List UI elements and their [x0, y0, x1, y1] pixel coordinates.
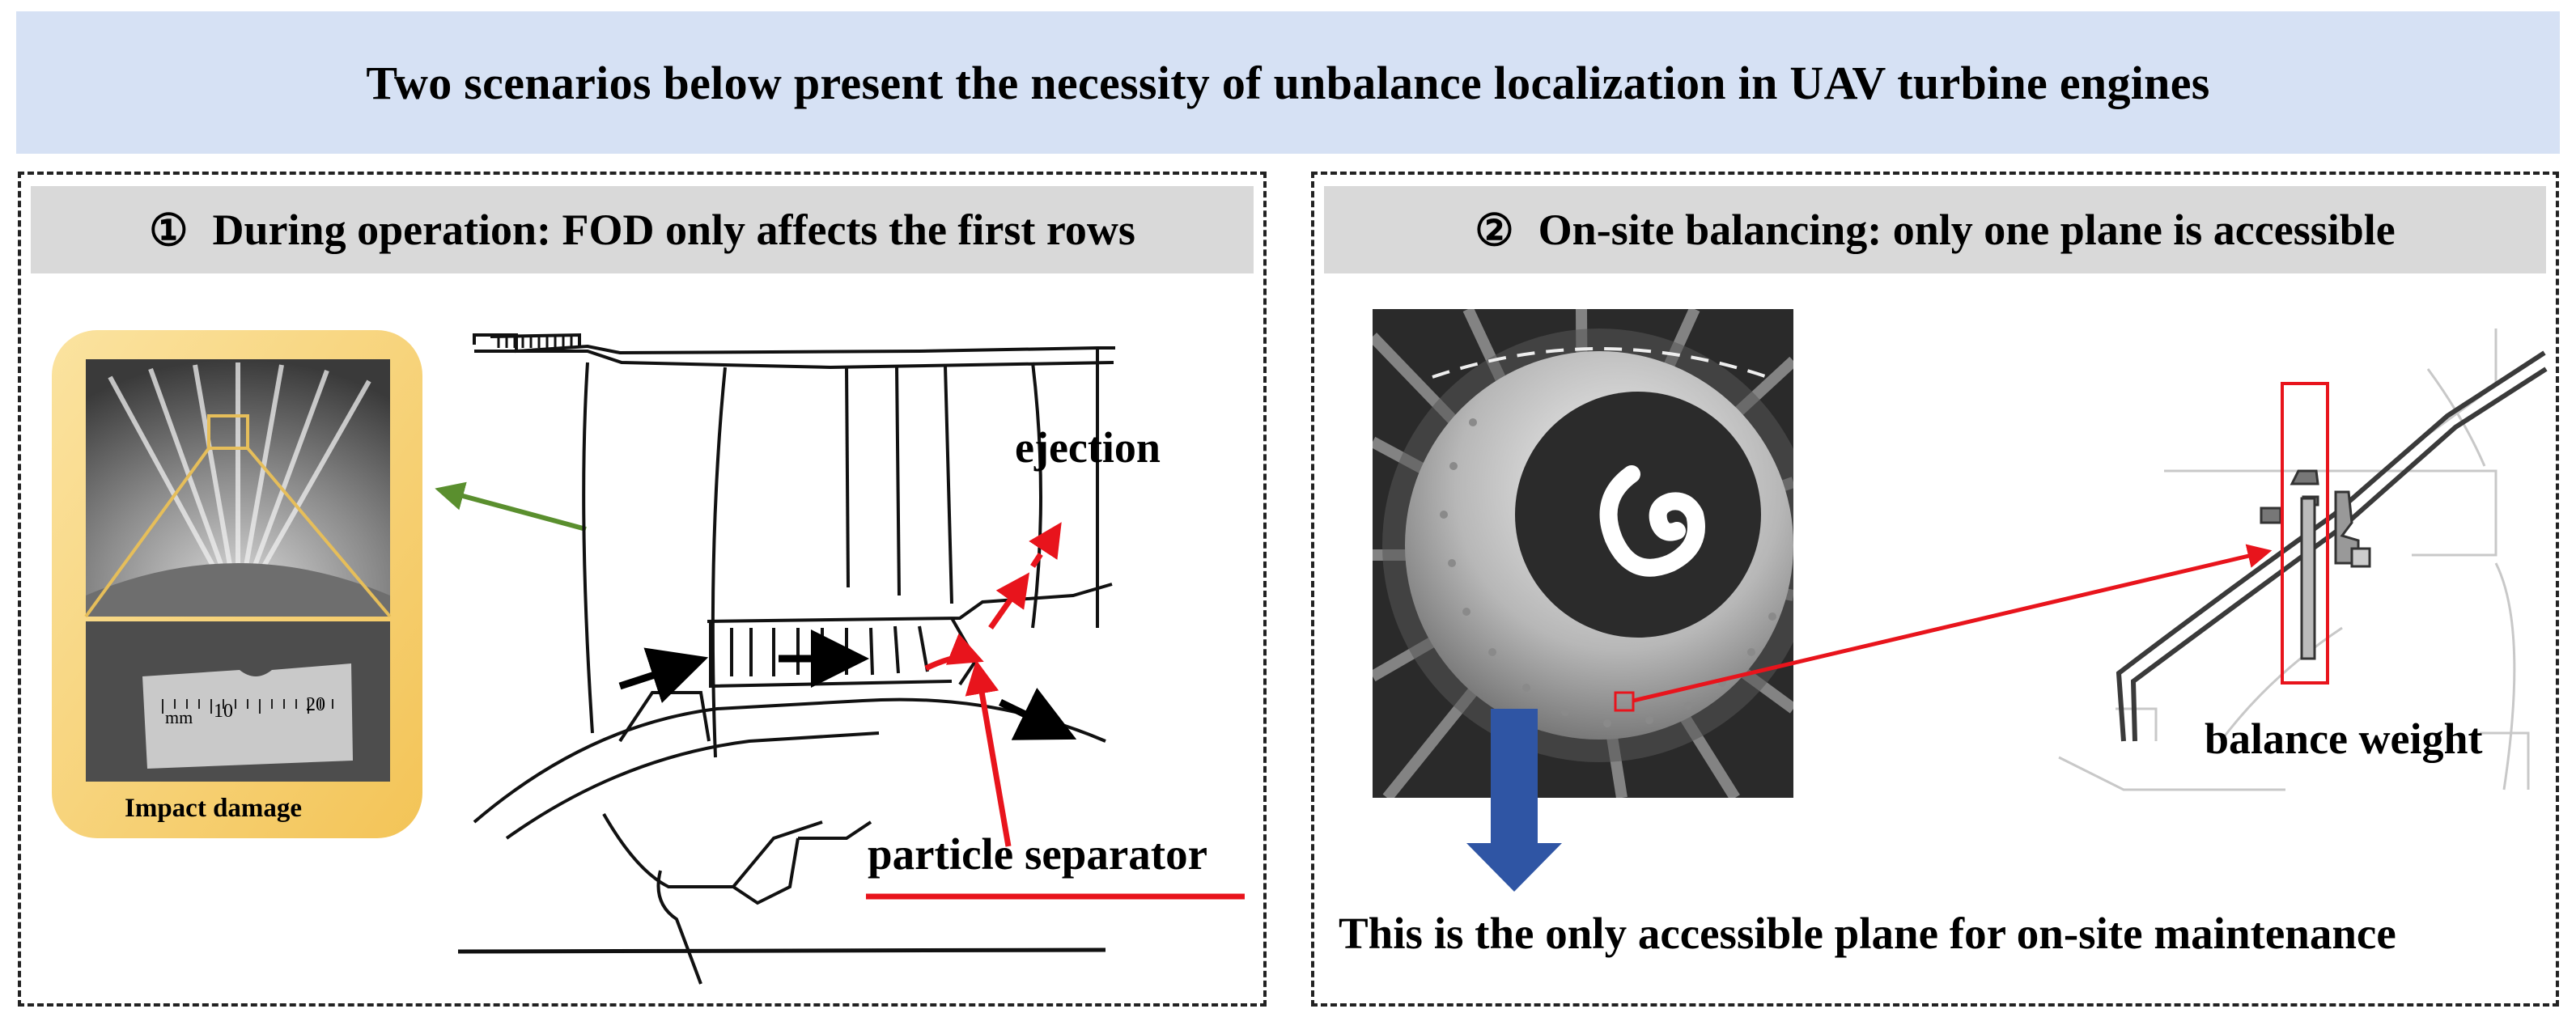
green-arrow [435, 481, 587, 532]
ruler-unit-label: mm [165, 707, 193, 727]
scenario-operation-panel: ① During operation: FOD only affects the… [18, 172, 1267, 1007]
scenario-number-1: ① [149, 206, 189, 255]
ruler-tick-10: 10 [214, 701, 233, 722]
scenario-balancing-header: ② On-site balancing: only one plane is a… [1324, 186, 2546, 273]
scenario-number-2: ② [1475, 206, 1514, 255]
accessible-plane-caption: This is the only accessible plane for on… [1339, 909, 2396, 958]
fan-spinner-photo [1373, 309, 1793, 798]
balance-weight-label: balance weight [2205, 714, 2483, 763]
scenario-balancing-heading: On-site balancing: only one plane is acc… [1538, 206, 2396, 254]
blue-down-arrow [1466, 709, 1562, 892]
balancing-illustration [1373, 309, 2548, 892]
ruler-tick-20: 20 [306, 694, 325, 715]
scenario-operation-header: ① During operation: FOD only affects the… [31, 186, 1254, 273]
scenario-balancing-panel: ② On-site balancing: only one plane is a… [1311, 172, 2559, 1007]
balance-weight-box [2281, 382, 2329, 685]
fod-illustration [52, 330, 1245, 985]
ejection-label: ejection [1015, 423, 1161, 472]
impact-damage-caption: Impact damage [125, 794, 303, 823]
spinner-cross-section [2116, 350, 2548, 742]
scenario-operation-heading: During operation: FOD only affects the f… [212, 206, 1135, 254]
impact-damage-inset [52, 330, 422, 838]
title-banner: Two scenarios below present the necessit… [16, 11, 2560, 154]
page-title: Two scenarios below present the necessit… [366, 56, 2210, 109]
engine-cross-section [457, 333, 1115, 985]
weight-location-marker [1614, 691, 1635, 712]
red-pointer-arrow [1632, 544, 2273, 703]
particle-separator-label: particle separator [868, 829, 1207, 879]
